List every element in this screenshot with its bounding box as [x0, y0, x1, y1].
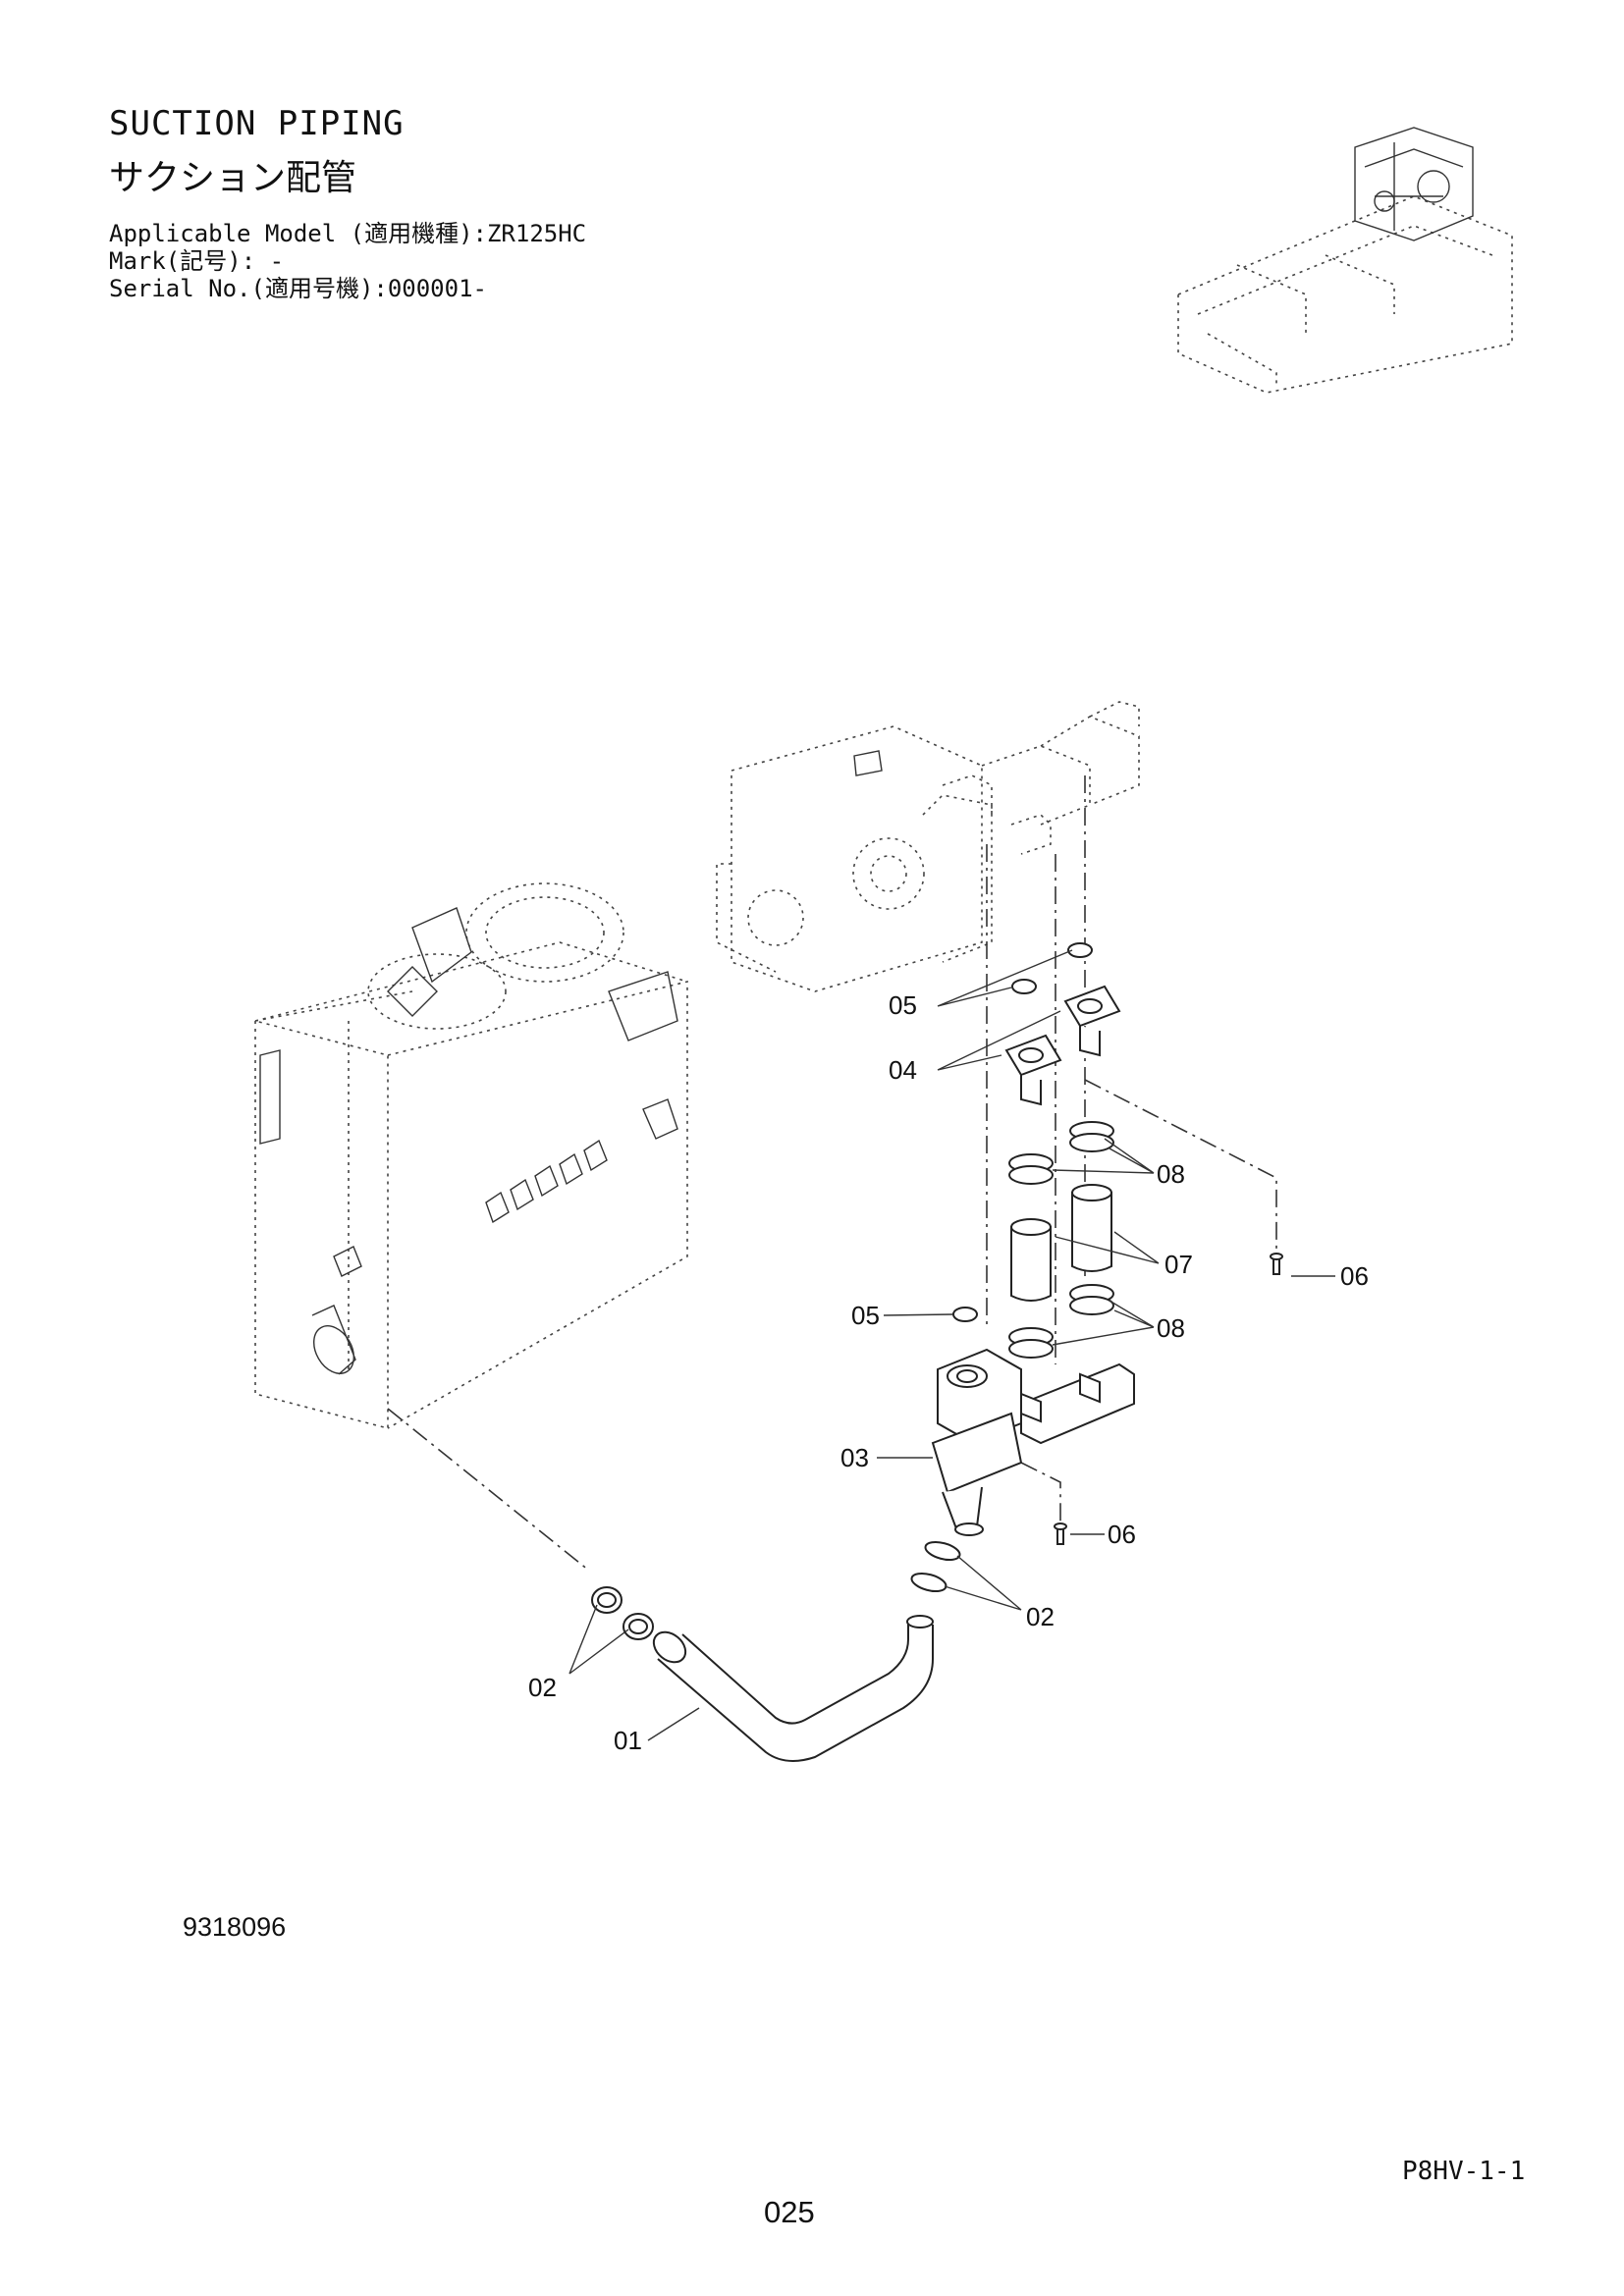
page-reference: P8HV-1-1 [1402, 2157, 1526, 2186]
hoses [1010, 1184, 1112, 1302]
callout-02: 02 [1026, 1602, 1055, 1631]
mark-field: Mark(記号): - [109, 247, 285, 275]
o-ring [952, 1307, 978, 1322]
applicable-model: Applicable Model (適用機種):ZR125HC [109, 220, 587, 247]
pump-assembly [716, 701, 1140, 992]
suction-manifold [931, 1348, 1135, 1536]
hydraulic-tank [254, 882, 688, 1430]
o-ring [1011, 979, 1037, 994]
callout-05: 05 [889, 990, 917, 1020]
o-ring [1067, 942, 1093, 958]
centerline-bolt-2 [1020, 1462, 1061, 1526]
centerline-hose [387, 1408, 590, 1572]
flange [1004, 1034, 1062, 1106]
callout-06: 06 [1108, 1520, 1136, 1549]
hose-clamps-upper [1008, 1121, 1114, 1185]
callout-06: 06 [1340, 1261, 1369, 1291]
hose-clamps-manifold [910, 1540, 961, 1593]
bolt [1054, 1522, 1067, 1545]
locator-thumbnail [1177, 127, 1513, 394]
page-number: 025 [764, 2195, 815, 2229]
callout-03: 03 [840, 1443, 869, 1472]
hose-clamps-lower [1008, 1284, 1114, 1359]
hose-clamps-tank [591, 1586, 654, 1640]
callout-01: 01 [614, 1726, 642, 1755]
callout-08: 08 [1157, 1313, 1185, 1343]
centerline-bolt-1 [1084, 1079, 1277, 1256]
figure-number: 9318096 [183, 1912, 287, 1942]
flange [1063, 985, 1121, 1057]
serial-number: Serial No.(適用号機):000001- [109, 275, 487, 302]
page-title: SUCTION PIPING [109, 104, 405, 143]
suction-hose [652, 1615, 934, 1762]
leader-lines [568, 949, 1335, 1741]
page-title-japanese: サクション配管 [109, 158, 357, 198]
bolt [1270, 1253, 1283, 1275]
callout-05: 05 [851, 1301, 880, 1330]
callout-08: 08 [1157, 1159, 1185, 1189]
callout-02: 02 [528, 1673, 557, 1702]
callout-07: 07 [1164, 1250, 1193, 1279]
callout-04: 04 [889, 1055, 917, 1085]
